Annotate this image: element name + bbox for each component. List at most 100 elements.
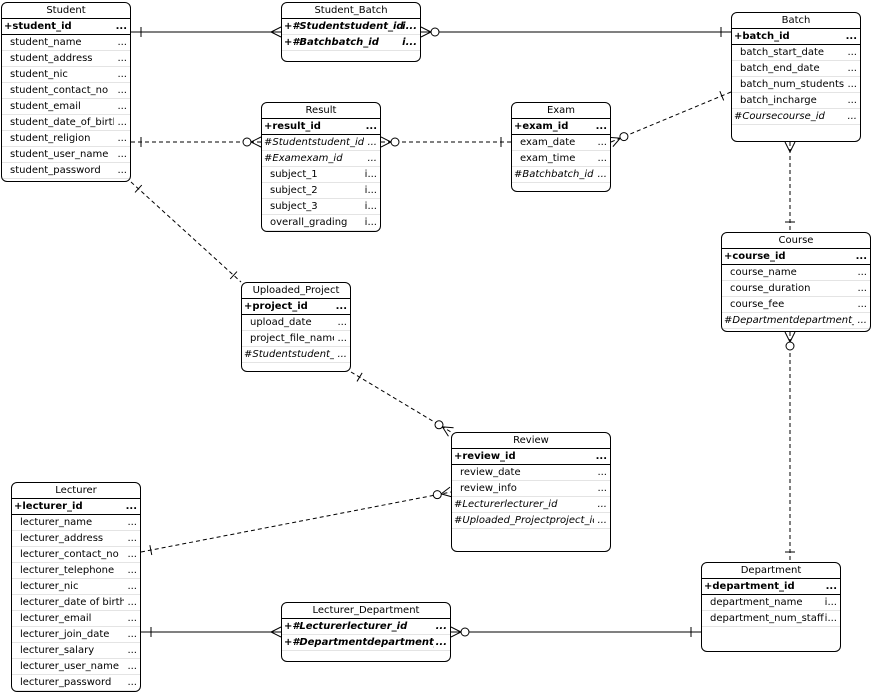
primary-key-row[interactable]: +batch_id... [732, 29, 860, 45]
entity-lecturer-department[interactable]: Lecturer_Department+#Lecturerlecturer_id… [281, 602, 451, 662]
entity-batch[interactable]: Batch+batch_id...batch_start_date...batc… [731, 12, 861, 142]
attribute-name: +#Studentstudent_id [284, 21, 404, 32]
primary-key-row[interactable]: +project_id... [242, 299, 350, 315]
attribute-row[interactable]: batch_start_date... [732, 45, 860, 61]
attribute-row[interactable]: course_fee... [722, 297, 870, 313]
attribute-type: ... [857, 283, 867, 294]
attribute-row[interactable]: batch_num_students... [732, 77, 860, 93]
entity-uploaded-project[interactable]: Uploaded_Project+project_id...upload_dat… [241, 282, 351, 372]
foreign-key-row[interactable]: #Lecturerlecturer_id... [452, 497, 610, 513]
attribute-row[interactable]: student_nic... [2, 67, 130, 83]
entity-course[interactable]: Course+course_id...course_name...course_… [721, 232, 871, 332]
entity-title: Result [262, 103, 380, 119]
attribute-row[interactable]: course_name... [722, 265, 870, 281]
primary-key-row[interactable]: +student_id... [2, 19, 130, 35]
composite-key-row[interactable]: +#Departmentdepartment_id... [282, 635, 450, 651]
relationship-lecturer-department-department [451, 627, 701, 637]
foreign-key-row[interactable]: #Batchbatch_id... [512, 167, 610, 183]
attribute-row[interactable]: student_password... [2, 163, 130, 179]
attribute-row[interactable]: lecturer_contact_no... [12, 547, 140, 563]
entity-exam[interactable]: Exam+exam_id...exam_date...exam_time...#… [511, 102, 611, 192]
entity-department[interactable]: Department+department_id...department_na… [701, 562, 841, 652]
entity-title: Uploaded_Project [242, 283, 350, 299]
attribute-row[interactable]: upload_date... [242, 315, 350, 331]
attribute-name: +exam_id [514, 121, 569, 132]
relationship-student-student-batch [131, 27, 281, 37]
primary-key-row[interactable]: +exam_id... [512, 119, 610, 135]
attribute-name: lecturer_date of birth [20, 597, 124, 608]
relationship-result-exam [381, 137, 511, 147]
attribute-row[interactable]: lecturer_telephone... [12, 563, 140, 579]
attribute-name: course_name [730, 267, 797, 278]
attribute-row[interactable]: exam_date... [512, 135, 610, 151]
relationship-student-batch-batch [421, 27, 731, 37]
foreign-key-row[interactable]: #Examexam_id... [262, 151, 380, 167]
composite-key-row[interactable]: +#Lecturerlecturer_id... [282, 619, 450, 635]
attribute-row[interactable]: lecturer_password... [12, 675, 140, 691]
attribute-row[interactable]: student_email... [2, 99, 130, 115]
attribute-name: exam_time [520, 153, 576, 164]
attribute-row[interactable]: student_user_name... [2, 147, 130, 163]
zero-marker-icon [431, 28, 439, 36]
attribute-row[interactable]: lecturer_name... [12, 515, 140, 531]
attribute-row[interactable]: course_duration... [722, 281, 870, 297]
attribute-type: ... [435, 621, 447, 632]
relationship-uploaded-project-review [351, 372, 454, 436]
attribute-row[interactable]: lecturer_address... [12, 531, 140, 547]
entity-review[interactable]: Review+review_id...review_date...review_… [451, 432, 611, 552]
foreign-key-row[interactable]: #Coursecourse_id... [732, 109, 860, 125]
foreign-key-row[interactable]: #Studentstudent_id... [262, 135, 380, 151]
primary-key-row[interactable]: +result_id... [262, 119, 380, 135]
attribute-type: ... [845, 31, 857, 42]
attribute-row[interactable]: exam_time... [512, 151, 610, 167]
attribute-row[interactable]: batch_end_date... [732, 61, 860, 77]
attribute-row[interactable]: lecturer_join_date... [12, 627, 140, 643]
primary-key-row[interactable]: +lecturer_id... [12, 499, 140, 515]
attribute-name: student_password [10, 165, 101, 176]
attribute-row[interactable]: lecturer_date of birth... [12, 595, 140, 611]
attribute-type: ... [847, 79, 857, 90]
attribute-row[interactable]: lecturer_nic... [12, 579, 140, 595]
attribute-row[interactable]: student_contact_no... [2, 83, 130, 99]
attribute-row[interactable]: student_address... [2, 51, 130, 67]
attribute-row[interactable]: lecturer_salary... [12, 643, 140, 659]
attribute-type: ... [127, 549, 137, 560]
foreign-key-row[interactable]: #Uploaded_Projectproject_id... [452, 513, 610, 529]
foreign-key-row[interactable]: #Departmentdepartment_id... [722, 313, 870, 329]
zero-marker-icon [461, 628, 469, 636]
attribute-name: batch_num_students [740, 79, 844, 90]
entity-student[interactable]: Student+student_id...student_name...stud… [1, 2, 131, 182]
entity-lecturer[interactable]: Lecturer+lecturer_id...lecturer_name...l… [11, 482, 141, 692]
relationship-line [351, 372, 451, 432]
attribute-row[interactable]: student_religion... [2, 131, 130, 147]
zero-marker-icon [786, 342, 794, 350]
primary-key-row[interactable]: +review_id... [452, 449, 610, 465]
attribute-row[interactable]: review_info... [452, 481, 610, 497]
attribute-name: #Studentstudent_id [244, 349, 334, 360]
entity-result[interactable]: Result+result_id...#Studentstudent_id...… [261, 102, 381, 232]
attribute-row[interactable]: student_date_of_birth... [2, 115, 130, 131]
attribute-row[interactable]: lecturer_email... [12, 611, 140, 627]
attribute-row[interactable]: project_file_name... [242, 331, 350, 347]
foreign-key-row[interactable]: #Studentstudent_id... [242, 347, 350, 363]
attribute-type: i... [364, 185, 377, 196]
attribute-type: ... [597, 467, 607, 478]
attribute-row[interactable]: student_name... [2, 35, 130, 51]
attribute-row[interactable]: lecturer_user_name... [12, 659, 140, 675]
attribute-row[interactable]: review_date... [452, 465, 610, 481]
attribute-type: ... [117, 69, 127, 80]
attribute-name: +department_id [704, 581, 795, 592]
attribute-row[interactable]: batch_incharge... [732, 93, 860, 109]
primary-key-row[interactable]: +department_id... [702, 579, 840, 595]
primary-key-row[interactable]: +course_id... [722, 249, 870, 265]
attribute-type: ... [127, 645, 137, 656]
